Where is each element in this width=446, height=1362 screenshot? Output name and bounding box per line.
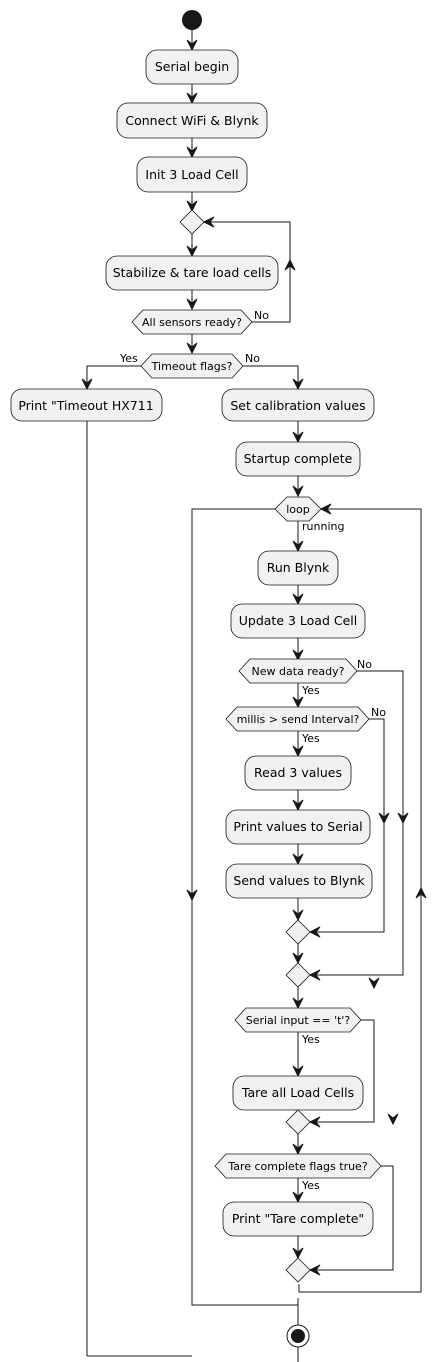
decision-timeout-flags: Timeout flags? [140,353,244,379]
label-no-repeat: No [254,309,269,322]
activity-read-values: Read 3 values [244,755,352,791]
decision-sensors-ready: All sensors ready? [131,309,253,335]
svg-text:Timeout flags?: Timeout flags? [151,360,233,373]
activity-run-blynk: Run Blynk [257,550,339,586]
svg-text:Print "Tare complete": Print "Tare complete" [232,1211,364,1226]
label-yes-serial: Yes [301,1033,320,1046]
svg-text:Update 3 Load Cell: Update 3 Load Cell [239,613,358,628]
svg-text:New data ready?: New data ready? [252,665,345,678]
merge-diamond-new-data [285,962,311,988]
svg-text:Send values to Blynk: Send values to Blynk [233,873,365,888]
arrowheads [81,39,427,1347]
svg-text:Print values to Serial: Print values to Serial [233,819,362,834]
decision-new-data: New data ready? [238,658,358,684]
svg-text:Init 3 Load Cell: Init 3 Load Cell [145,167,238,182]
svg-text:millis > send Interval?: millis > send Interval? [237,713,360,726]
svg-text:Stabilize & tare load cells: Stabilize & tare load cells [113,265,272,280]
label-yes-millis: Yes [301,732,320,745]
activity-stabilize: Stabilize & tare load cells [105,255,279,291]
label-no-new-data: No [357,658,372,671]
label-no-millis: No [371,706,386,719]
label-no-timeout: No [245,352,260,365]
merge-diamond-serial [285,1109,311,1135]
merge-diamond-repeat [179,209,205,235]
activity-connect-wifi: Connect WiFi & Blynk [116,102,268,139]
svg-text:Serial begin: Serial begin [155,59,229,74]
svg-text:All sensors ready?: All sensors ready? [142,316,242,329]
label-yes-new-data: Yes [301,684,320,697]
svg-text:Serial input == 't'?: Serial input == 't'? [246,1014,351,1027]
svg-text:Set calibration values: Set calibration values [230,398,365,413]
activity-tare-all: Tare all Load Cells [232,1075,364,1111]
svg-text:Read 3 values: Read 3 values [254,765,342,780]
decision-tare-flags: Tare complete flags true? [214,1153,382,1179]
svg-text:Print "Timeout HX711: Print "Timeout HX711 [18,398,153,413]
decision-loop: loop [274,496,322,522]
svg-text:Connect WiFi & Blynk: Connect WiFi & Blynk [125,113,259,128]
label-yes-tare: Yes [301,1179,320,1192]
svg-text:Tare complete flags true?: Tare complete flags true? [227,1160,368,1173]
activity-print-serial: Print values to Serial [225,809,371,845]
activity-set-calibration: Set calibration values [221,388,375,422]
svg-text:loop: loop [286,503,310,516]
activity-print-tare-complete: Print "Tare complete" [222,1201,374,1237]
svg-text:Tare all Load Cells: Tare all Load Cells [241,1085,354,1100]
merge-diamond-millis [285,919,311,945]
activity-serial-begin: Serial begin [145,49,239,85]
merge-diamond-tare [285,1257,311,1283]
activity-send-blynk: Send values to Blynk [225,863,373,899]
svg-text:Run Blynk: Run Blynk [267,560,330,575]
svg-text:Startup complete: Startup complete [244,451,353,466]
decision-millis-interval: millis > send Interval? [225,706,370,732]
activity-startup-complete: Startup complete [235,441,361,477]
activity-update-load-cell: Update 3 Load Cell [230,603,366,639]
end-node [286,1324,310,1348]
label-yes-timeout: Yes [119,352,138,365]
activity-init-load-cell: Init 3 Load Cell [136,156,248,193]
start-node [182,10,202,30]
activity-print-timeout: Print "Timeout HX711 [10,388,163,422]
label-running: running [302,520,344,533]
decision-serial-input: Serial input == 't'? [234,1007,362,1033]
